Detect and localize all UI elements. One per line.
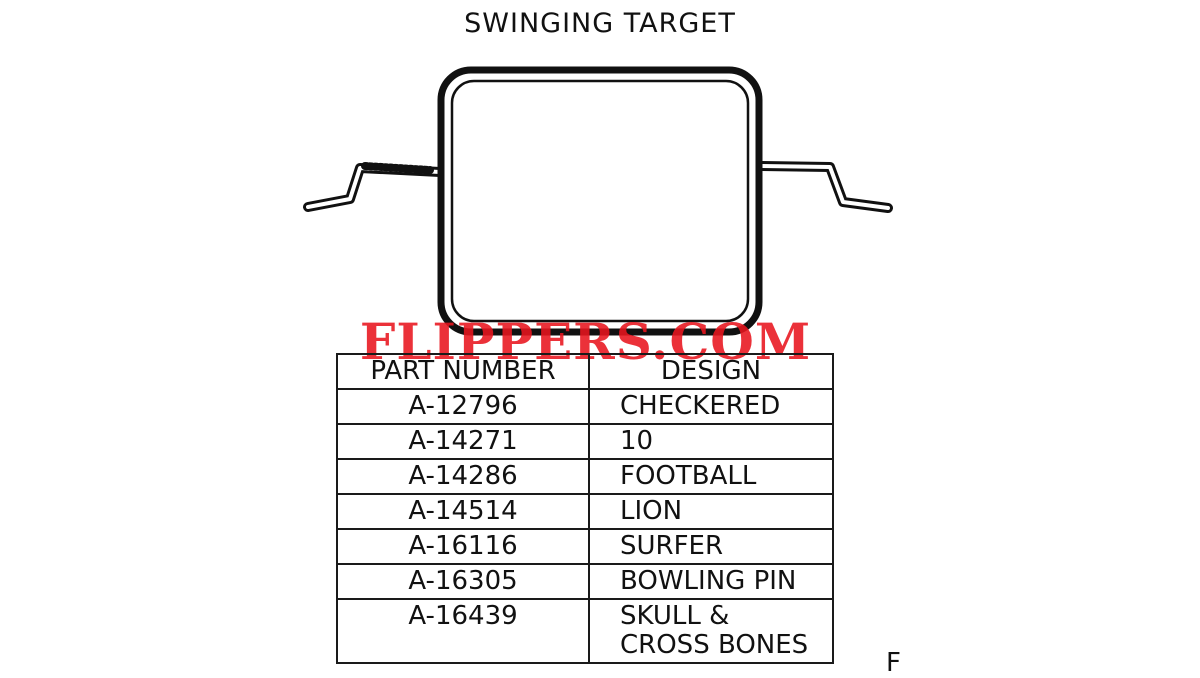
target-plate bbox=[437, 66, 763, 336]
design-cell: 10 bbox=[588, 423, 834, 460]
table-row: A-16305 BOWLING PIN bbox=[336, 563, 834, 600]
cropped-edge-text: F bbox=[886, 648, 901, 678]
table-row: A-14514 LION bbox=[336, 493, 834, 530]
part-number-cell: A-14271 bbox=[336, 423, 590, 460]
part-number-cell: A-16116 bbox=[336, 528, 590, 565]
design-cell: BOWLING PIN bbox=[588, 563, 834, 600]
part-number-cell: A-12796 bbox=[336, 388, 590, 425]
part-number-cell: A-14286 bbox=[336, 458, 590, 495]
parts-table: PART NUMBER DESIGN A-12796 CHECKERED A-1… bbox=[336, 353, 834, 664]
table-row: A-16116 SURFER bbox=[336, 528, 834, 565]
part-number-header: PART NUMBER bbox=[336, 353, 590, 390]
left-wire-bracket bbox=[303, 162, 445, 212]
table-row: A-14271 10 bbox=[336, 423, 834, 460]
table-row: A-14286 FOOTBALL bbox=[336, 458, 834, 495]
diagram-title: SWINGING TARGET bbox=[464, 8, 736, 39]
part-number-cell: A-14514 bbox=[336, 493, 590, 530]
design-header: DESIGN bbox=[588, 353, 834, 390]
table-row: A-16439 SKULL & CROSS BONES bbox=[336, 598, 834, 664]
part-number-cell: A-16439 bbox=[336, 598, 590, 664]
part-number-cell: A-16305 bbox=[336, 563, 590, 600]
parts-table-header-row: PART NUMBER DESIGN bbox=[336, 353, 834, 390]
table-row: A-12796 CHECKERED bbox=[336, 388, 834, 425]
design-cell: LION bbox=[588, 493, 834, 530]
right-wire-bracket bbox=[753, 161, 893, 213]
design-cell: SURFER bbox=[588, 528, 834, 565]
design-cell: CHECKERED bbox=[588, 388, 834, 425]
design-cell: FOOTBALL bbox=[588, 458, 834, 495]
design-cell: SKULL & CROSS BONES bbox=[588, 598, 834, 664]
